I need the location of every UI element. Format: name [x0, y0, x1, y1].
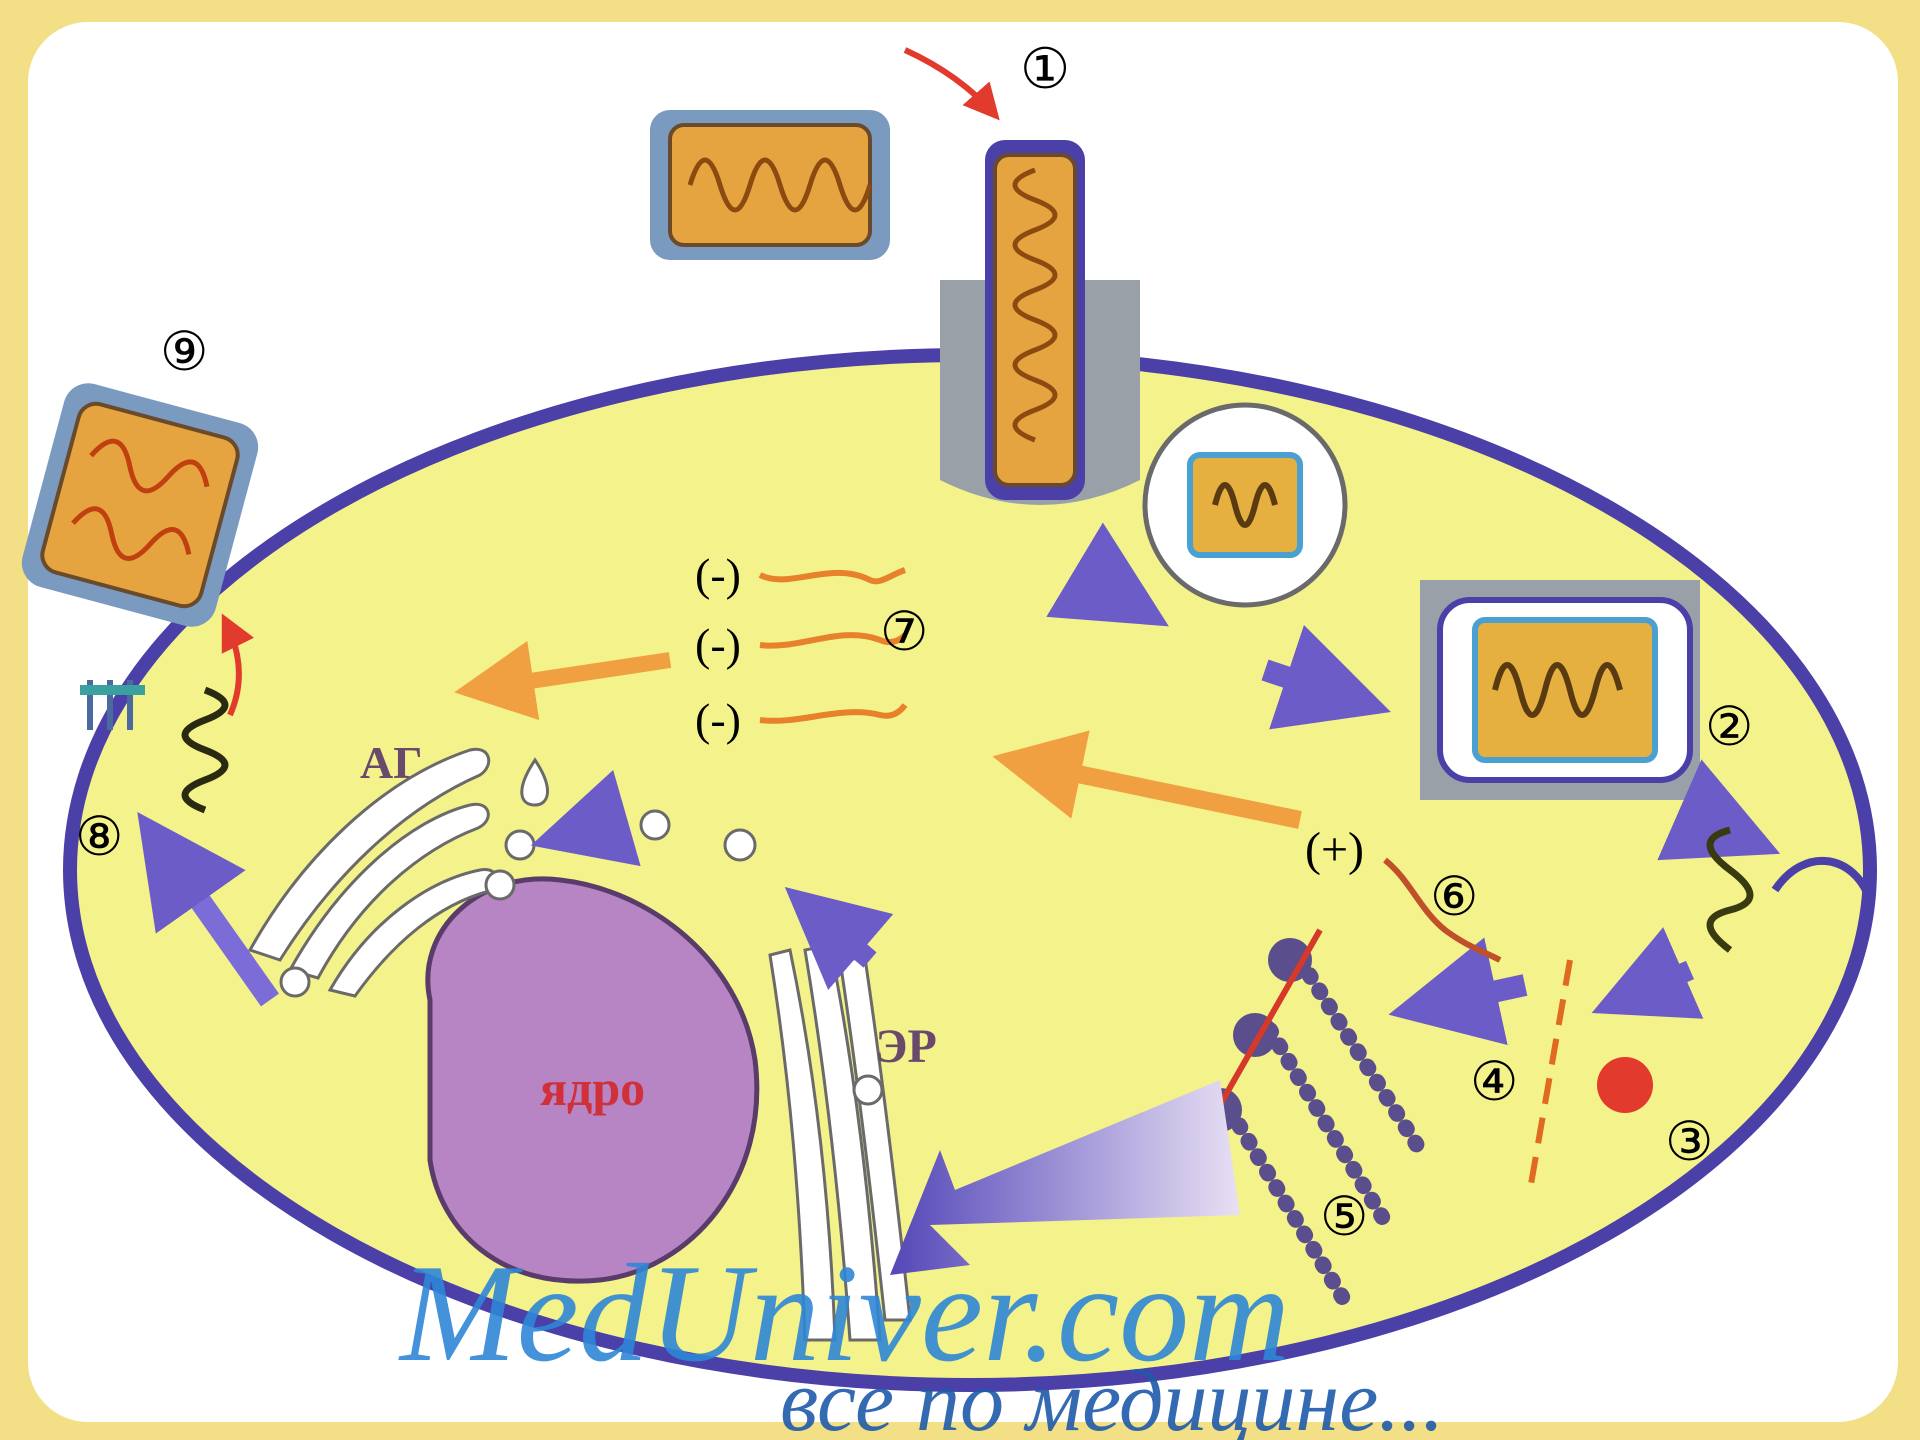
step-2-label: ② [1705, 697, 1753, 757]
step-7-label: ⑦ [880, 602, 928, 662]
step-9-label: ⑨ [160, 322, 208, 382]
minus-strand-label-2: (-) [695, 619, 741, 670]
step-6-label: ⑥ [1430, 867, 1478, 927]
polymerase-particle [1597, 1057, 1653, 1113]
step-3-label: ③ [1665, 1112, 1713, 1172]
minus-strand-label-3: (-) [695, 694, 741, 745]
virion-free [650, 110, 890, 260]
step-4-label: ④ [1470, 1052, 1518, 1112]
fusion-vesicle [1420, 580, 1700, 800]
minus-strand-label-1: (-) [695, 549, 741, 600]
plus-strand-label: (+) [1305, 823, 1364, 876]
watermark-tagline: все по медицине... [780, 1353, 1444, 1440]
step-1-label: ① [1020, 39, 1070, 101]
step-5-label: ⑤ [1320, 1187, 1368, 1247]
golgi-label: АГ [360, 737, 423, 788]
er-label: ЭР [875, 1020, 937, 1073]
endosome [1145, 405, 1345, 605]
nucleus-label: ядро [540, 1060, 645, 1116]
step-8-label: ⑧ [75, 807, 123, 867]
